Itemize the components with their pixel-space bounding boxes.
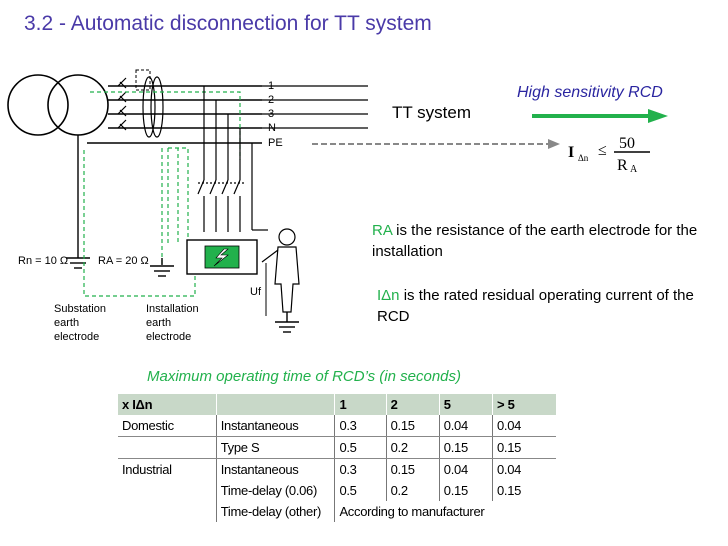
main-breaker [117, 77, 127, 131]
high-sensitivity-rcd-label: High sensitivity RCD [517, 84, 663, 101]
branch-circuit [197, 86, 268, 232]
header-cell: > 5 [492, 394, 556, 415]
table-cell: 0.2 [385, 480, 440, 501]
table-row: Industrial Instantaneous 0.3 0.15 0.04 0… [118, 458, 556, 480]
table-cell: According to manufacturer [334, 501, 556, 522]
conductor-label-n: N [268, 122, 276, 134]
idn-text: is the rated residual operating current … [377, 287, 694, 325]
table-row: Time-delay (other) According to manufact… [118, 501, 556, 522]
table-row: Type S 0.5 0.2 0.15 0.15 [118, 436, 556, 459]
header-cell [215, 394, 335, 415]
conductor-label-2: 2 [268, 94, 275, 106]
person-touching-icon [261, 228, 300, 313]
table-cell: Industrial [122, 462, 172, 477]
conductor-lines [87, 85, 368, 144]
transformer-icon [7, 74, 109, 136]
table-cell: 0.15 [385, 415, 440, 437]
formula-denominator-sub: A [630, 164, 638, 175]
table-cell: Instantaneous [215, 415, 335, 437]
table-cell: 0.2 [385, 436, 440, 459]
ra-definition: RA is the resistance of the earth electr… [372, 220, 722, 262]
page-title: 3.2 - Automatic disconnection for TT sys… [24, 12, 432, 35]
table-cell: Instantaneous [215, 458, 335, 480]
table-cell: 0.15 [385, 458, 440, 480]
fault-icon [213, 248, 229, 267]
uf-label: Uf [250, 286, 261, 298]
earth-symbols [150, 258, 299, 333]
high-sensitivity-arrow [532, 109, 668, 123]
formula-denominator: R [617, 157, 628, 174]
substation-electrode-label-2: earth [54, 317, 80, 329]
conductor-label-pe: PE [268, 137, 283, 149]
formula-lhs: I [568, 144, 574, 161]
table-cell [118, 480, 216, 501]
table-row: Time-delay (0.06) 0.5 0.2 0.15 0.15 [118, 480, 556, 501]
table-cell: 0.15 [492, 480, 556, 501]
table-row: Domestic Instantaneous 0.3 0.15 0.04 0.0… [118, 415, 556, 437]
idn-term: IΔn [377, 287, 400, 304]
idn-definition: IΔn is the rated residual operating curr… [377, 285, 697, 327]
fault-current-path [83, 91, 241, 297]
rn-label: Rn = 10 Ω [18, 255, 69, 267]
rcd-toroid [142, 76, 164, 138]
table-cell: 0.04 [492, 458, 556, 480]
header-cell: x IΔn [118, 394, 217, 415]
tt-system-label: TT system [392, 103, 472, 122]
table-cell: 0.5 [334, 480, 387, 501]
table-cell: 0.15 [492, 436, 556, 459]
table-cell [118, 436, 217, 459]
substation-electrode-label-1: Substation [54, 303, 106, 315]
formula-relation: ≤ [598, 142, 607, 159]
table-cell: Type S [215, 436, 335, 459]
header-cell: 2 [385, 394, 440, 415]
rcd-operating-time-table: x IΔn 1 2 5 > 5 Domestic Instantaneous 0… [118, 394, 556, 522]
neutral-earth-connection [66, 135, 90, 269]
table-cell [118, 501, 216, 522]
formula-numerator: 50 [619, 135, 635, 152]
conductor-label-3: 3 [268, 108, 275, 120]
conductor-label-1: 1 [268, 80, 275, 92]
table-cell: Time-delay (0.06) [215, 480, 335, 501]
table-cell: 0.15 [438, 480, 493, 501]
pe-earth-path [161, 148, 179, 265]
installation-electrode-label-1: Installation [146, 303, 199, 315]
table-cell: 0.3 [334, 415, 387, 437]
table-cell: 0.04 [492, 415, 556, 437]
tt-system-arrow [312, 139, 560, 149]
rcd-formula: I Δn ≤ 50 R A [568, 135, 650, 175]
table-cell: 0.5 [334, 436, 387, 459]
table-cell: 0.04 [438, 415, 493, 437]
formula-lhs-sub: Δn [578, 153, 589, 163]
table-cell: 0.15 [438, 436, 493, 459]
table-cell: 0.04 [438, 458, 493, 480]
installation-electrode-label-2: earth [146, 317, 172, 329]
ra-term: RA [372, 222, 393, 239]
table-caption: Maximum operating time of RCD’s (in seco… [147, 368, 461, 385]
ra-label: RA = 20 Ω [98, 255, 149, 267]
ra-text: is the resistance of the earth electrode… [372, 222, 698, 260]
table-cell: Time-delay (other) [215, 501, 335, 522]
installation-electrode-label-3: electrode [146, 331, 192, 343]
substation-electrode-label-3: electrode [54, 331, 100, 343]
header-cell: 5 [438, 394, 493, 415]
table-header-row: x IΔn 1 2 5 > 5 [118, 394, 556, 415]
header-cell: 1 [334, 394, 387, 415]
table-cell: Domestic [118, 415, 217, 437]
table-cell: 0.3 [334, 458, 387, 480]
